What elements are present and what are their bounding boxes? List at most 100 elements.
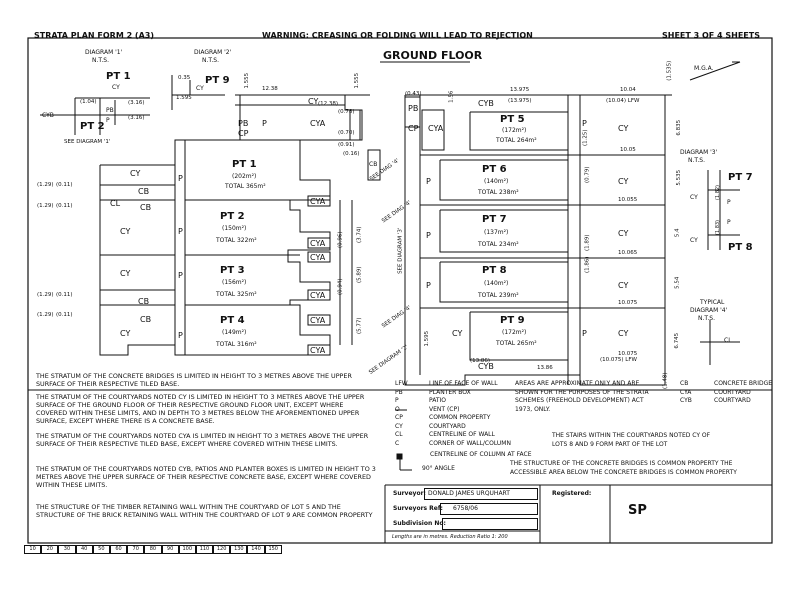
diagram2-dim2: 1.595 [176, 95, 192, 101]
code-label: P [178, 174, 183, 183]
see-diagram-1: SEE DIAGRAM '1' [64, 139, 111, 145]
lot-name: PT 1 [232, 159, 257, 170]
dim-label: (3.74) [356, 226, 363, 244]
code-label: P [426, 177, 431, 186]
dim-label: (10.075) LFW [600, 357, 637, 363]
code-label: CY [130, 169, 141, 178]
lot-total: TOTAL 238m² [478, 189, 519, 196]
code-label: CYA [310, 253, 326, 262]
bridges-note: THE STRUCTURE OF THE CONCRETE BRIDGES IS… [510, 460, 737, 476]
dim-label: (1.29) [37, 312, 54, 318]
code-label: CB [140, 203, 152, 212]
code-label: P [178, 271, 183, 280]
diagram1-title: DIAGRAM '1' [85, 49, 123, 56]
diagram3-dim1: (1.82) [715, 184, 722, 201]
dim-label: 10.065 [618, 250, 638, 256]
dim-label: (13.86) [470, 358, 491, 364]
lot-total: TOTAL 264m² [496, 137, 537, 144]
diagram3-pt8: PT 8 [728, 242, 753, 253]
code-label: CY [618, 229, 629, 238]
stairs-note: THE STAIRS WITHIN THE COURTYARDS NOTED C… [552, 432, 711, 448]
diagram2-cy: CY [196, 85, 204, 92]
diagram1-pb: PB [106, 107, 114, 114]
code-label: PB [238, 119, 249, 128]
dim-label: (1.48) [662, 372, 669, 390]
code-label: CB [138, 297, 150, 306]
code-label: CY [618, 124, 629, 133]
dim-label: 1.555 [244, 72, 251, 89]
dim-label: (0.94) [337, 278, 344, 296]
dim-label: (10.04) LFW [606, 98, 640, 104]
diagram3-title: DIAGRAM '3' [680, 149, 718, 156]
sheet-number: SHEET 3 OF 4 SHEETS [662, 31, 760, 40]
diagram1-dim1: (1.04) [80, 99, 97, 105]
code-label: CYB [478, 99, 494, 108]
lot-total: TOTAL 239m² [478, 292, 519, 299]
note-courtyards-cyb: THE STRATUM OF THE COURTYARDS NOTED CYB,… [36, 465, 376, 489]
note-courtyards-cya: THE STRATUM OF THE COURTYARDS NOTED CYA … [36, 432, 369, 448]
lot-area: (156m²) [222, 279, 247, 286]
diagram3-cy2: CY [690, 237, 698, 244]
lot-name: PT 7 [482, 214, 507, 225]
dim-label: (1.25) [582, 129, 589, 147]
diagram4-nts: N.T.S. [698, 315, 715, 322]
diagram3-p1: P [727, 199, 731, 206]
code-label: CB [369, 161, 378, 168]
diagram2-pt9: PT 9 [205, 75, 230, 86]
diagram3-pt7: PT 7 [728, 172, 753, 183]
ref-label: Surveyors Ref: [393, 505, 443, 512]
subdivision-field [442, 518, 538, 530]
lot-total: TOTAL 234m² [478, 241, 519, 248]
diagram3-dim2: (1.83) [715, 219, 722, 236]
dim-label: (0.11) [56, 312, 73, 318]
dim-label: (1.29) [37, 292, 54, 298]
scale-tick: 10 [24, 545, 42, 554]
dim-label: 5.4 [674, 228, 681, 238]
dim-label: 6.835 [676, 119, 683, 136]
code-label: CY [452, 329, 463, 338]
lengths-note: Lengths are in metres. Reduction Ratio 1… [392, 534, 508, 540]
dim-label: (0.91) [338, 142, 355, 148]
see-diagram-3: SEE DIAGRAM '3' [397, 227, 404, 274]
subdivision-label: Subdivision No: [393, 520, 446, 527]
diagram2-title: DIAGRAM '2' [194, 49, 232, 56]
scale-tick: 80 [144, 545, 162, 554]
sp-number: SP [628, 503, 647, 518]
code-label: CY [120, 227, 131, 236]
dim-label: 13.86 [537, 365, 553, 371]
ref-field: 6758/06 [440, 503, 538, 515]
scale-tick: 90 [161, 545, 179, 554]
dim-label: (0.11) [56, 203, 73, 209]
dim-label: 13.975 [510, 87, 530, 93]
dim-label: (12.38) [318, 101, 339, 107]
dim-label: (0.11) [56, 292, 73, 298]
code-label: P [426, 231, 431, 240]
lot-area: (172m²) [502, 329, 527, 336]
lot-total: TOTAL 322m² [216, 237, 257, 244]
surveyor-field: DONALD JAMES URQUHART [424, 488, 538, 500]
diagram2-dim1: 0.35 [178, 75, 191, 81]
diagram1-pt1: PT 1 [106, 71, 131, 82]
code-label: P [178, 227, 183, 236]
scale-tick: 20 [41, 545, 59, 554]
code-label: CYA [310, 197, 326, 206]
lot-area: (172m²) [502, 127, 527, 134]
scale-tick: 100 [178, 545, 196, 554]
form-title: STRATA PLAN FORM 2 (A3) [34, 31, 154, 40]
dim-label: (1.89) [584, 234, 591, 252]
lot-name: PT 4 [220, 315, 245, 326]
code-label: CYA [310, 119, 326, 128]
code-label: CY [308, 97, 319, 106]
code-label: CYB [478, 362, 494, 371]
diagram2-nts: N.T.S. [202, 57, 219, 64]
dim-label: (0.11) [56, 182, 73, 188]
diagram4-title2: DIAGRAM '4' [690, 307, 728, 314]
scale-tick: 70 [127, 545, 145, 554]
